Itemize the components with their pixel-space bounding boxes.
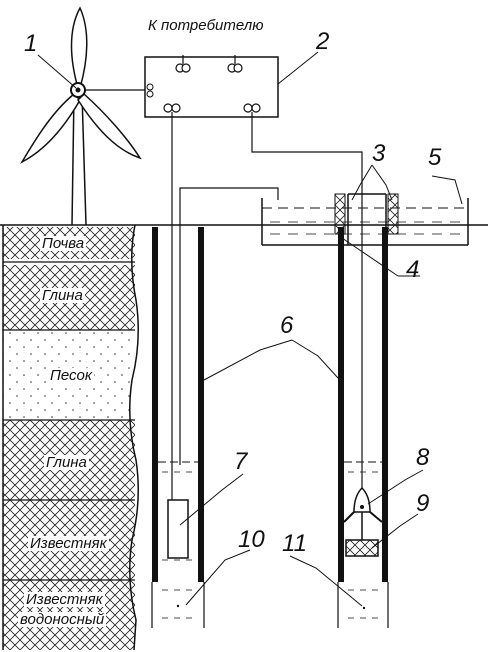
label-4: 4 <box>406 256 420 283</box>
label-5: 5 <box>428 144 442 171</box>
stratum-label-clay-1: Глина <box>40 287 85 304</box>
label-6: 6 <box>280 312 294 339</box>
motor-terminal <box>243 103 261 113</box>
label-9: 9 <box>416 490 430 517</box>
label-11: 11 <box>282 530 307 557</box>
control-unit <box>144 55 279 118</box>
stratum-label-clay-2: Глина <box>44 454 89 471</box>
right-well <box>337 227 389 628</box>
consumer-label: К потребителю <box>148 17 264 34</box>
label-7: 7 <box>234 448 248 475</box>
label-1: 1 <box>24 30 38 57</box>
label-2: 2 <box>316 28 330 55</box>
impeller <box>345 539 379 557</box>
output-terminal-2 <box>227 55 243 73</box>
transfer-pipe <box>179 187 279 465</box>
stratum-label-aquifer-line1: Известняк <box>24 591 105 608</box>
label-3: 3 <box>372 140 386 167</box>
label-8: 8 <box>416 444 430 471</box>
stratum-label-sand: Песок <box>48 367 94 384</box>
stratum-label-aquifer-line2: водоносный <box>18 611 107 628</box>
input-terminal <box>146 83 154 98</box>
left-well <box>151 227 205 628</box>
label-10: 10 <box>238 526 265 553</box>
output-terminal-1 <box>175 55 191 73</box>
guide-tube <box>334 193 399 245</box>
stratum-label-soil: Почва <box>40 235 87 252</box>
submersible-pump <box>167 499 189 559</box>
motor-cable <box>251 112 363 490</box>
storage-tank <box>261 198 469 246</box>
pump-terminal <box>163 103 181 113</box>
leader-lines <box>37 51 463 607</box>
wind-turbine <box>20 6 145 226</box>
stratum-label-limestone: Известняк <box>28 535 109 552</box>
